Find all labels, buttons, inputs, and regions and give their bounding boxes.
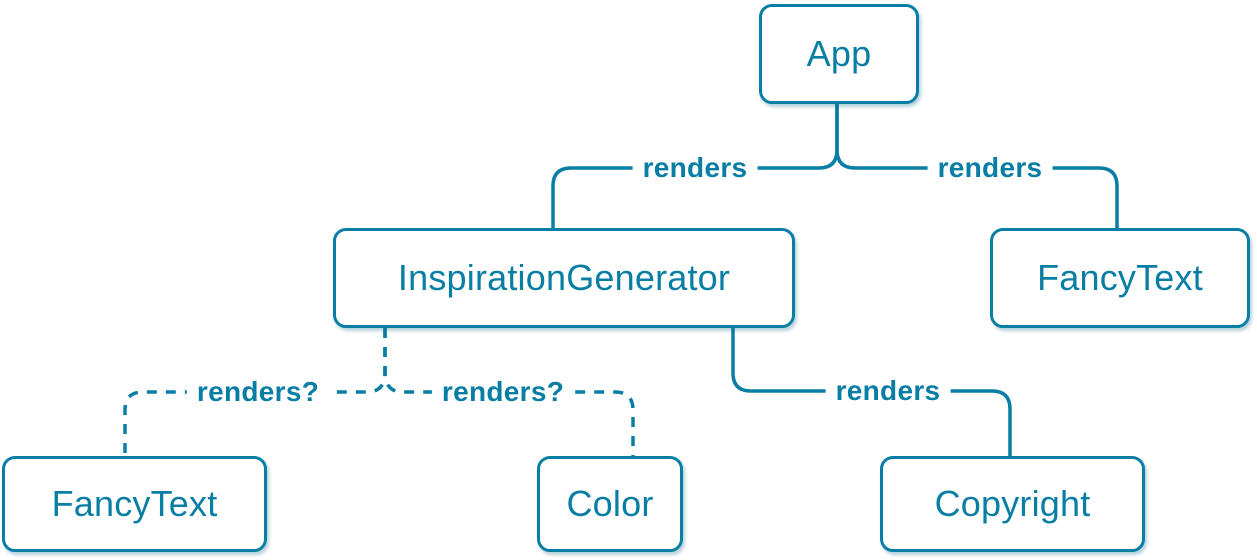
node-fancy-text-bottom-label: FancyText [51, 483, 218, 524]
node-app: App [759, 4, 919, 104]
node-copyright-label: Copyright [934, 483, 1091, 524]
edge-label-renders-app-inspirationgenerator: renders [632, 152, 758, 184]
edge-label-renders-conditional-color: renders? [431, 376, 575, 408]
node-fancy-text-bottom: FancyText [2, 456, 267, 552]
node-copyright: Copyright [880, 456, 1145, 552]
node-inspiration-generator-label: InspirationGenerator [397, 257, 731, 298]
node-app-label: App [806, 33, 872, 74]
node-fancy-text-top-label: FancyText [1037, 257, 1203, 298]
edge-label-renders-conditional-fancytext: renders? [186, 376, 330, 408]
node-color: Color [537, 456, 683, 552]
edge-label-renders-inspirationgenerator-copyright: renders [825, 375, 951, 407]
node-inspiration-generator: InspirationGenerator [333, 228, 795, 328]
node-fancy-text-top: FancyText [990, 228, 1250, 328]
edge-label-renders-app-fancytext: renders [927, 152, 1053, 184]
node-color-label: Color [566, 483, 654, 524]
